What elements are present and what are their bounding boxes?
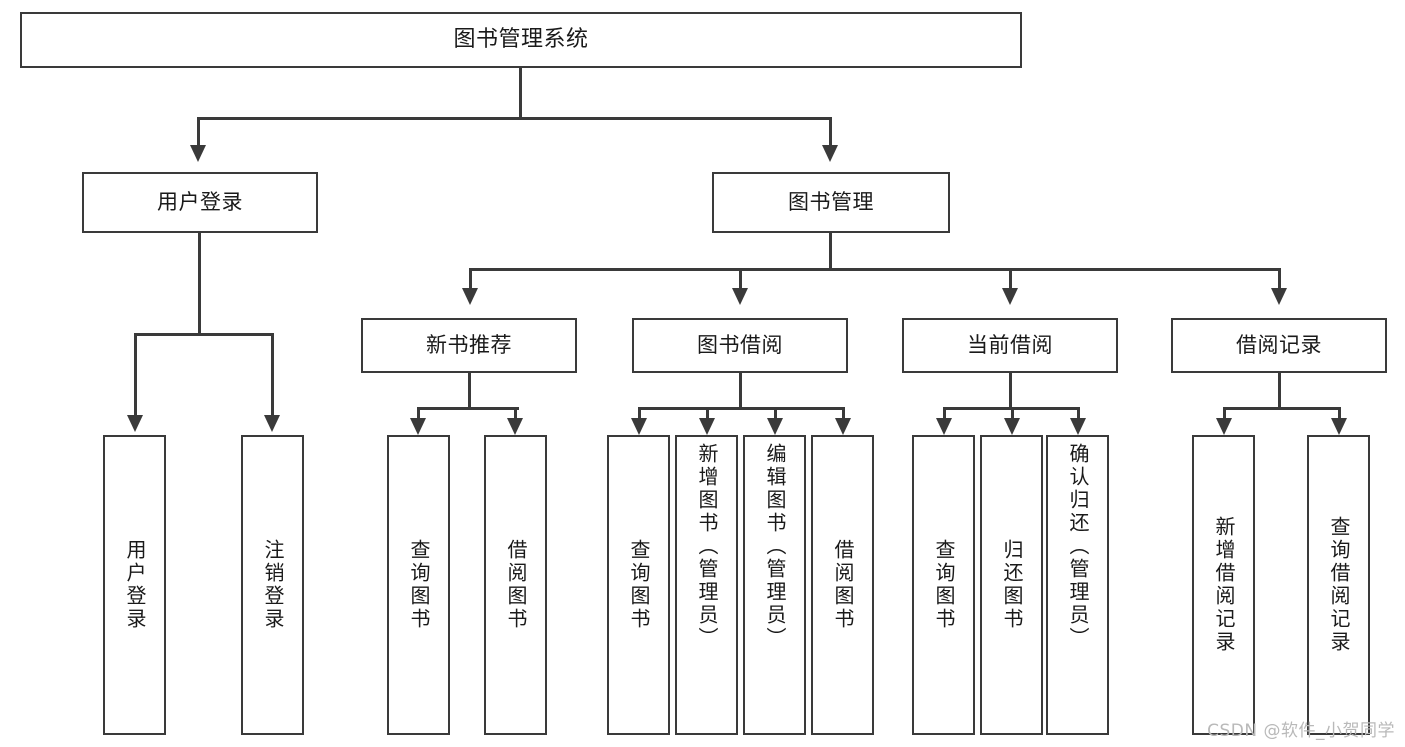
leaf-user-login-login[interactable]: 用户登录 — [103, 435, 166, 735]
arrow-cb-to-leaf-3 — [1070, 418, 1086, 435]
node-label: 查询图书 — [932, 539, 956, 631]
node-book-management[interactable]: 图书管理 — [712, 172, 950, 233]
node-label: 借阅图书 — [504, 539, 528, 631]
leaf-book-borrow-borrow-book[interactable]: 借阅图书 — [811, 435, 874, 735]
connector-user-login-stem — [198, 233, 201, 334]
leaf-borrow-record-query-record[interactable]: 查询借阅记录 — [1307, 435, 1370, 735]
connector-cb-to-leaf-3 — [1077, 407, 1080, 418]
arrow-cb-to-leaf-1 — [936, 418, 952, 435]
node-label: 查询图书 — [627, 539, 651, 631]
node-label: 用户登录 — [123, 539, 147, 631]
arrow-bm-to-current-borrow — [1002, 288, 1018, 305]
node-label: 注销登录 — [261, 539, 285, 631]
leaf-book-borrow-add-book-admin[interactable]: 新增图书（管理员） — [675, 435, 738, 735]
leaf-book-borrow-edit-book-admin[interactable]: 编辑图书（管理员） — [743, 435, 806, 735]
node-label: 查询借阅记录 — [1327, 516, 1351, 654]
leaf-user-login-logout[interactable]: 注销登录 — [241, 435, 304, 735]
node-label: 借阅图书 — [831, 539, 855, 631]
arrow-br-to-leaf-2 — [1331, 418, 1347, 435]
connector-new-book-stem — [468, 373, 471, 408]
connector-bb-to-leaf-1 — [638, 407, 641, 418]
connector-br-to-leaf-2 — [1338, 407, 1341, 418]
arrow-root-to-user-login — [190, 145, 206, 162]
connector-root-to-user-login — [197, 117, 200, 145]
node-label: 查询图书 — [407, 539, 431, 631]
arrow-root-to-book-management — [822, 145, 838, 162]
connector-user-login-to-leaf-1 — [134, 333, 137, 415]
arrow-bb-to-leaf-2 — [699, 418, 715, 435]
node-label: 确认归还（管理员） — [1066, 443, 1090, 650]
arrow-br-to-leaf-1 — [1216, 418, 1232, 435]
connector-root-to-book-management — [829, 117, 832, 145]
arrow-bm-to-book-borrow — [732, 288, 748, 305]
node-book-borrow[interactable]: 图书借阅 — [632, 318, 848, 373]
node-label: 借阅记录 — [1236, 333, 1322, 358]
connector-book-borrow-bus — [638, 407, 845, 410]
node-label: 新书推荐 — [426, 333, 512, 358]
connector-br-to-leaf-1 — [1223, 407, 1226, 418]
node-label: 编辑图书（管理员） — [763, 443, 787, 650]
leaf-current-borrow-return-book[interactable]: 归还图书 — [980, 435, 1043, 735]
connector-new-book-bus — [417, 407, 519, 410]
node-label: 新增图书（管理员） — [695, 443, 719, 650]
connector-book-borrow-stem — [739, 373, 742, 408]
arrow-bb-to-leaf-1 — [631, 418, 647, 435]
node-label: 新增借阅记录 — [1212, 516, 1236, 654]
connector-cb-to-leaf-2 — [1011, 407, 1014, 418]
node-label: 用户登录 — [157, 190, 243, 215]
connector-bm-to-book-borrow — [739, 268, 742, 288]
arrow-new-book-to-leaf-1 — [410, 418, 426, 435]
leaf-new-book-query-book[interactable]: 查询图书 — [387, 435, 450, 735]
node-new-book-recommend[interactable]: 新书推荐 — [361, 318, 577, 373]
arrow-user-login-to-leaf-2 — [264, 415, 280, 432]
arrow-new-book-to-leaf-2 — [507, 418, 523, 435]
node-label: 归还图书 — [1000, 539, 1024, 631]
node-borrow-record[interactable]: 借阅记录 — [1171, 318, 1387, 373]
arrow-bm-to-borrow-record — [1271, 288, 1287, 305]
connector-bb-to-leaf-4 — [842, 407, 845, 418]
node-root-book-management-system[interactable]: 图书管理系统 — [20, 12, 1022, 68]
connector-user-login-bus — [134, 333, 273, 336]
node-current-borrow[interactable]: 当前借阅 — [902, 318, 1118, 373]
connector-book-management-stem — [829, 233, 832, 270]
connector-new-book-to-leaf-1 — [417, 407, 420, 418]
leaf-current-borrow-query-book[interactable]: 查询图书 — [912, 435, 975, 735]
leaf-current-borrow-confirm-return-admin[interactable]: 确认归还（管理员） — [1046, 435, 1109, 735]
arrow-bb-to-leaf-3 — [767, 418, 783, 435]
connector-new-book-to-leaf-2 — [514, 407, 517, 418]
connector-bm-to-borrow-record — [1278, 268, 1281, 288]
connector-borrow-record-stem — [1278, 373, 1281, 408]
node-label: 图书管理系统 — [453, 27, 589, 53]
arrow-bb-to-leaf-4 — [835, 418, 851, 435]
leaf-book-borrow-query-book[interactable]: 查询图书 — [607, 435, 670, 735]
connector-book-management-bus — [469, 268, 1280, 271]
node-user-login[interactable]: 用户登录 — [82, 172, 318, 233]
connector-user-login-to-leaf-2 — [271, 333, 274, 415]
connector-root-bus — [197, 117, 831, 120]
connector-root-stem — [519, 68, 522, 118]
connector-bm-to-new-book — [469, 268, 472, 288]
connector-bb-to-leaf-2 — [706, 407, 709, 418]
node-label: 图书管理 — [788, 190, 874, 215]
connector-borrow-record-bus — [1223, 407, 1341, 410]
connector-current-borrow-stem — [1009, 373, 1012, 408]
connector-bb-to-leaf-3 — [774, 407, 777, 418]
arrow-user-login-to-leaf-1 — [127, 415, 143, 432]
connector-cb-to-leaf-1 — [943, 407, 946, 418]
leaf-new-book-borrow-book[interactable]: 借阅图书 — [484, 435, 547, 735]
arrow-bm-to-new-book — [462, 288, 478, 305]
csdn-watermark: CSDN @软件_小贺同学 — [1207, 721, 1395, 741]
node-label: 图书借阅 — [697, 333, 783, 358]
connector-bm-to-current-borrow — [1009, 268, 1012, 288]
node-label: 当前借阅 — [967, 333, 1053, 358]
leaf-borrow-record-add-record[interactable]: 新增借阅记录 — [1192, 435, 1255, 735]
arrow-cb-to-leaf-2 — [1004, 418, 1020, 435]
